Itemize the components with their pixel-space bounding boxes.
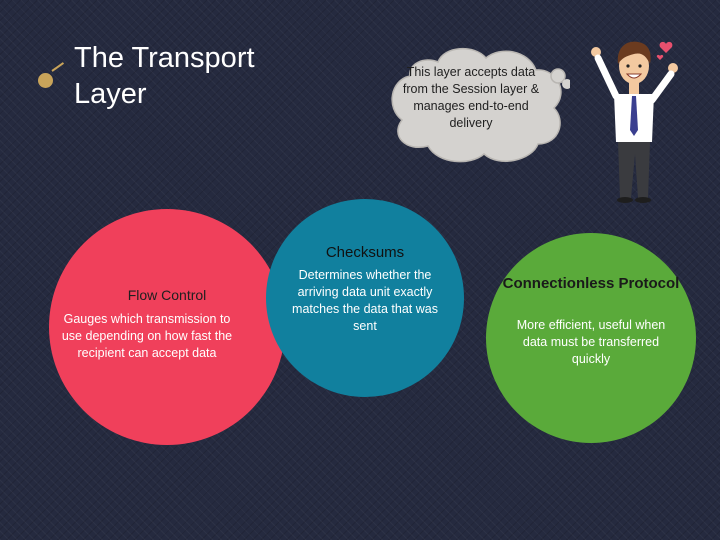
flow-control-circle: Flow Control Gauges which transmission t… xyxy=(49,209,285,445)
flow-control-heading: Flow Control xyxy=(127,287,207,303)
thought-bubble-shape xyxy=(391,47,570,163)
heart-icon xyxy=(656,41,673,60)
connectionless-heading: Connectionless Protocol xyxy=(502,275,680,292)
connectionless-circle: Connectionless Protocol More efficient, … xyxy=(486,233,696,443)
flow-control-body: Gauges which transmission to use dependi… xyxy=(61,312,233,360)
businessman-illustration xyxy=(580,30,690,220)
checksums-heading: Checksums xyxy=(325,244,405,261)
slide-title: The Transport Layer xyxy=(74,42,255,110)
checksums-body: Determines whether the arriving data uni… xyxy=(292,268,438,333)
bullet-icon xyxy=(38,73,53,88)
bullet-connector xyxy=(51,62,65,72)
thought-bubble: This layer accepts data from the Session… xyxy=(380,40,570,172)
bubble-text: This layer accepts data from the Session… xyxy=(402,65,540,130)
checksums-circle: Checksums Determines whether the arrivin… xyxy=(266,199,464,397)
connectionless-body: More efficient, useful when data must be… xyxy=(516,318,666,366)
